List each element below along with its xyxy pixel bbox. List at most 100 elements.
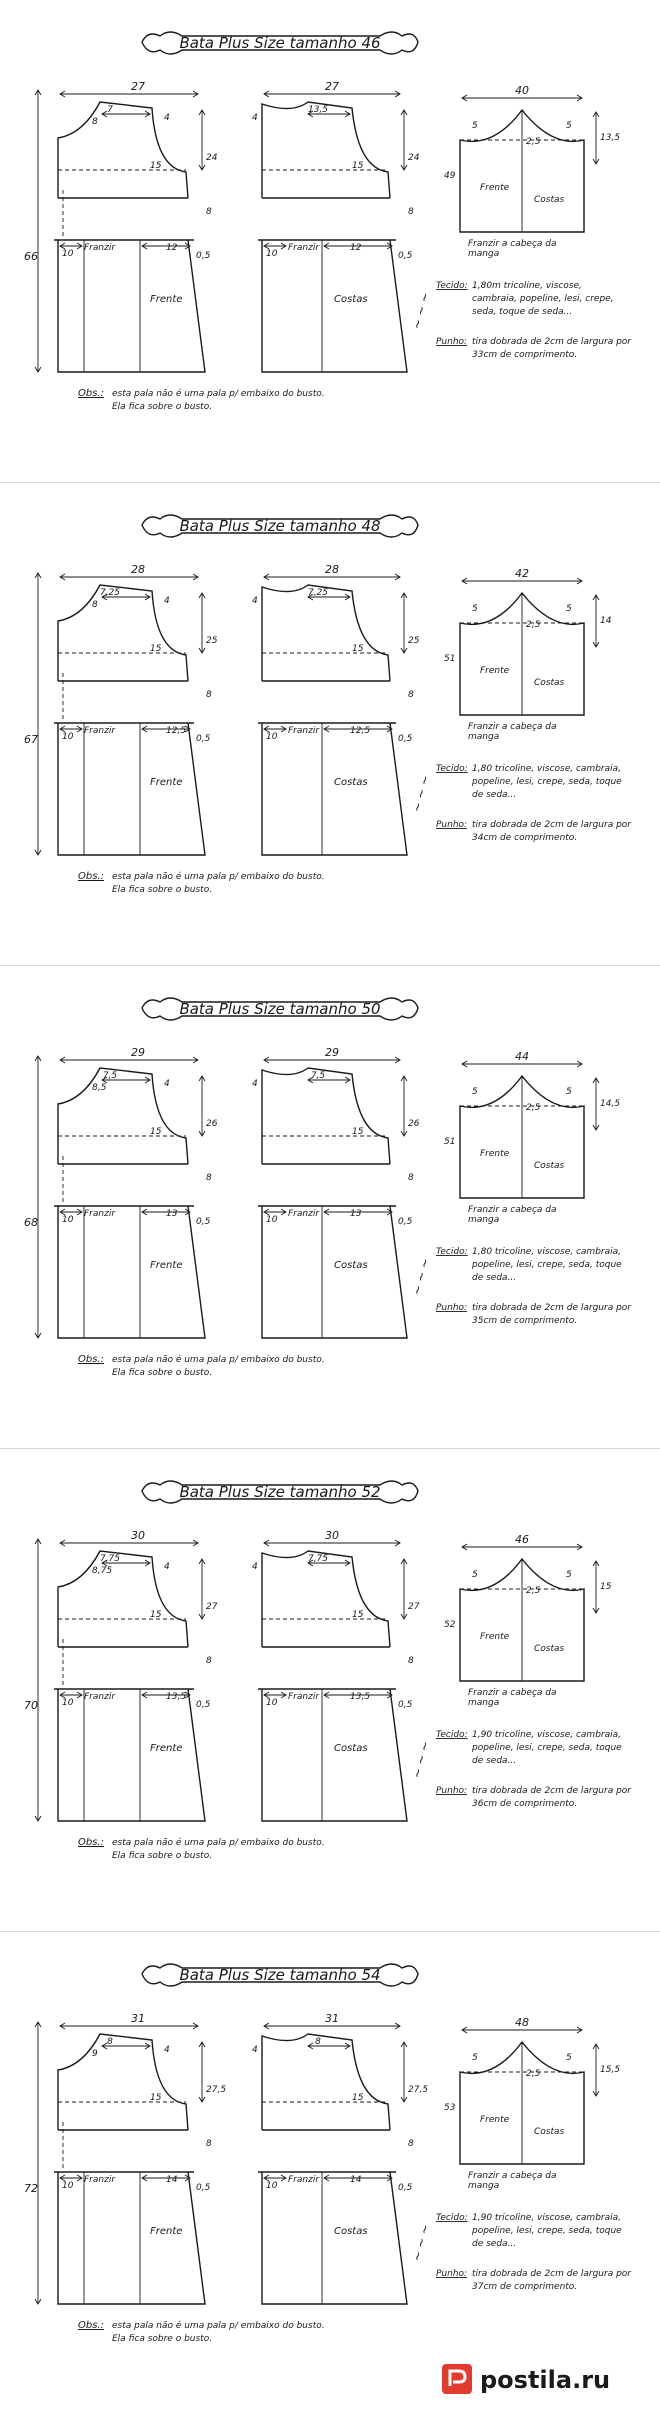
sleeve-cap-value: 14,5 xyxy=(600,1099,620,1109)
back-hem-value: 0,5 xyxy=(398,1217,413,1227)
front-armhole-arrow-head xyxy=(198,1558,206,1565)
obs-label: Obs.: xyxy=(78,388,104,399)
fabric-text: popeline, lesi, crepe, seda, toque xyxy=(471,1743,622,1753)
back-pala-value: 10 xyxy=(266,1215,278,1225)
cuff-label: Punho: xyxy=(436,1303,467,1313)
back-piece-label: Costas xyxy=(334,1260,368,1271)
front-armhole-arrow-head xyxy=(198,1130,206,1137)
front-bust-value: 12 xyxy=(166,243,178,253)
obs-text: esta pala não é uma pala p/ embaixo do b… xyxy=(112,871,325,882)
back-piece-label: Costas xyxy=(334,294,368,305)
length-value: 72 xyxy=(24,2182,38,2195)
length-arrow-head xyxy=(34,572,42,579)
length-arrow-head xyxy=(34,366,42,373)
front-bust-arrow-head xyxy=(141,725,148,733)
title-banner xyxy=(141,1480,419,1504)
sleeve-width-value: 48 xyxy=(515,2016,529,2029)
sleeve-note: Franzir a cabeça da xyxy=(468,239,557,249)
front-side-drop-value: 8 xyxy=(206,2139,212,2149)
front-bust-value: 12,5 xyxy=(166,726,186,736)
front-pala-value: 10 xyxy=(62,1698,74,1708)
front-franzir-label: Franzir xyxy=(84,726,116,736)
back-neck-arrow-head xyxy=(307,110,314,118)
front-bust-arrow-head xyxy=(184,242,191,250)
back-franzir-label: Franzir xyxy=(288,1209,320,1219)
front-armhole-arrow-head xyxy=(198,1075,206,1082)
svg-text:postila.ru: postila.ru xyxy=(480,2366,610,2394)
sleeve-cap-mid-value: 2,5 xyxy=(526,620,541,630)
front-armhole-value: 25 xyxy=(206,636,218,646)
front-pala-value: 10 xyxy=(62,2181,74,2191)
obs-text: Ela fica sobre o busto. xyxy=(112,402,212,412)
length-arrow-head xyxy=(34,1332,42,1339)
sleeve-cap-mid-value: 2,5 xyxy=(526,137,541,147)
back-neck-arrow-head xyxy=(307,1076,314,1084)
front-pala-arrow-head xyxy=(76,1208,83,1216)
back-armhole-arrow-head xyxy=(400,592,408,599)
designer-signature: ~ ~ ~ xyxy=(409,1740,432,1780)
sleeve-cap-arrow-head xyxy=(592,2043,600,2050)
cuff-text: tira dobrada de 2cm de largura por xyxy=(472,337,632,347)
sleeve-front-label: Frente xyxy=(480,1632,510,1642)
back-armhole-arrow-head xyxy=(400,164,408,171)
sleeve-front-label: Frente xyxy=(480,666,510,676)
back-franzir-label: Franzir xyxy=(288,726,320,736)
pattern-title: Bata Plus Size tamanho 52 xyxy=(179,1483,380,1501)
front-neck-arrow-head xyxy=(101,2042,108,2050)
cuff-label: Punho: xyxy=(436,337,467,347)
back-pala-value: 10 xyxy=(266,1698,278,1708)
back-width-value: 28 xyxy=(325,563,339,576)
fabric-text: popeline, lesi, crepe, seda, toque xyxy=(471,1260,622,1270)
back-side-drop-value: 8 xyxy=(408,690,414,700)
sleeve-width-value: 44 xyxy=(515,1050,529,1063)
fabric-text: de seda... xyxy=(472,1273,516,1283)
back-neck-value: 13,5 xyxy=(308,105,328,115)
sleeve-note: manga xyxy=(468,1698,499,1708)
back-bust-arrow-head xyxy=(323,242,330,250)
sleeve-cap-arrow-head xyxy=(592,111,600,118)
front-neck-arrow-head xyxy=(101,593,108,601)
front-neck-arrow-head xyxy=(101,1559,108,1567)
sheet-divider xyxy=(0,1448,660,1449)
sleeve-note: manga xyxy=(468,1215,499,1225)
fabric-text: 1,80 tricoline, viscose, cambraia, xyxy=(472,764,621,774)
sleeve-note: manga xyxy=(468,249,499,259)
back-piece-label: Costas xyxy=(334,2226,368,2237)
cuff-label: Punho: xyxy=(436,2269,467,2279)
front-hem-value: 0,5 xyxy=(196,1700,211,1710)
front-armhole-diag-value: 15 xyxy=(150,1127,162,1137)
back-neck-arrow-head xyxy=(307,593,314,601)
back-neck-arrow-head xyxy=(307,1559,314,1567)
back-armhole-arrow-head xyxy=(400,1130,408,1137)
sleeve-cap-value: 15 xyxy=(600,1582,612,1592)
designer-signature: ~ ~ ~ xyxy=(409,2223,432,2263)
front-width-arrow-head xyxy=(59,90,66,98)
back-shoulder-value: 4 xyxy=(252,113,258,123)
back-armhole-diag-value: 15 xyxy=(352,644,364,654)
fabric-text: 1,90 tricoline, viscose, cambraia, xyxy=(472,2213,621,2223)
back-neck-arrow-head xyxy=(344,110,351,118)
length-arrow-head xyxy=(34,1055,42,1062)
sleeve-cap-arrow-head xyxy=(592,1607,600,1614)
front-franzir-label: Franzir xyxy=(84,1209,116,1219)
back-bust-value: 14 xyxy=(350,2175,362,2185)
front-pala-arrow-head xyxy=(59,2174,66,2182)
front-shoulder-value: 4 xyxy=(164,596,170,606)
back-franzir-label: Franzir xyxy=(288,2175,320,2185)
cuff-label: Punho: xyxy=(436,820,467,830)
obs-label: Obs.: xyxy=(78,2320,104,2331)
fabric-text: 1,80 tricoline, viscose, cambraia, xyxy=(472,1247,621,1257)
front-armhole-value: 27 xyxy=(206,1602,218,1612)
front-width-arrow-head xyxy=(59,1539,66,1547)
sleeve-cap-offset-left: 5 xyxy=(472,2053,478,2063)
sleeve-note: manga xyxy=(468,732,499,742)
sleeve-cap-arrow-head xyxy=(592,641,600,648)
obs-text: esta pala não é uma pala p/ embaixo do b… xyxy=(112,388,325,399)
sleeve-width-arrow-head xyxy=(461,1060,468,1068)
front-armhole-arrow-head xyxy=(198,647,206,654)
front-pala-value: 10 xyxy=(62,732,74,742)
